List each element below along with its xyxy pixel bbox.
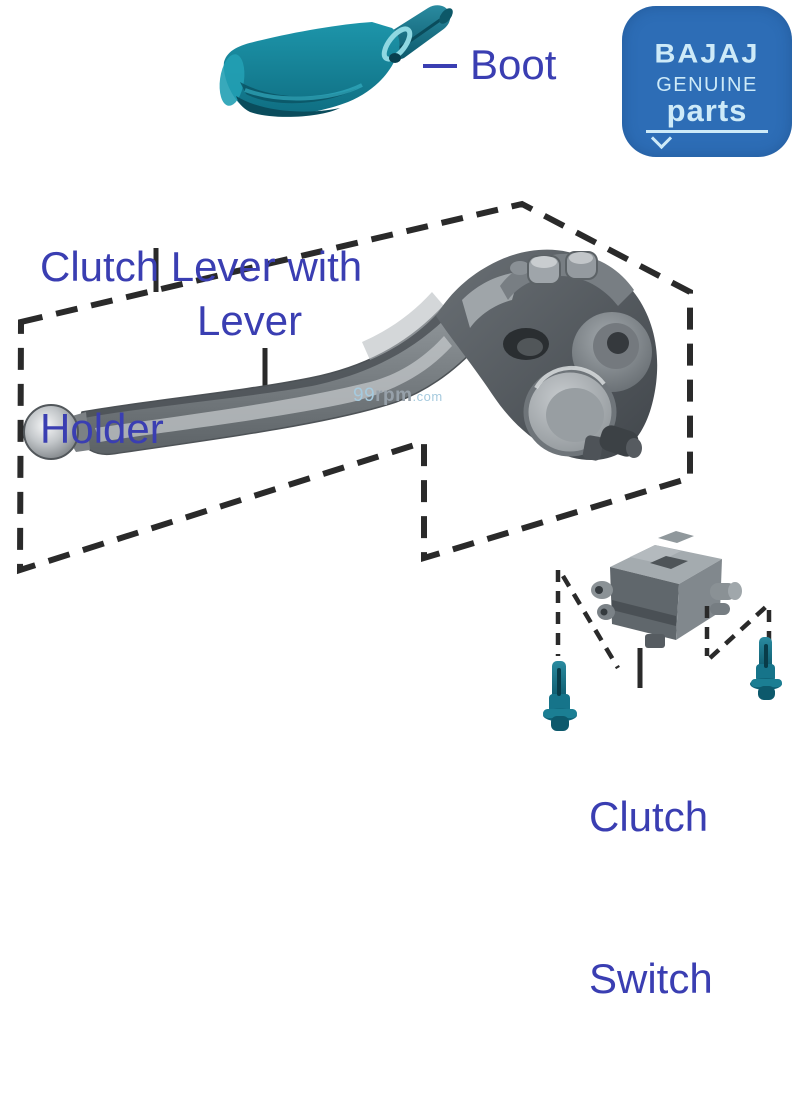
dash-left-diagonal [561,574,620,670]
screw-left-illustration [543,661,577,731]
boot-label: Boot [470,41,557,88]
badge-parts-text: parts [666,93,748,128]
badge-brand-text: BAJAJ [654,39,760,69]
dash-right-diagonal [708,602,771,660]
switch-top-step [630,545,681,563]
lever-ball-end [23,404,79,460]
clutch-lever-holder-label: Clutch Lever with Holder [40,132,362,564]
clutch-lever-holder-label-line1: Clutch Lever with [40,243,363,290]
watermark: 99rpm.com [353,386,443,407]
watermark-prefix: 99 [353,385,376,406]
clutch-switch-label: Clutch Switch [589,682,713,1114]
boot-body [223,22,400,116]
lever-bend-light [362,292,444,360]
switch-right-lug [710,582,742,615]
boot-underside-shadow [236,96,340,117]
outline-polygon [16,200,693,575]
diagram-artwork [16,5,782,731]
boot-collar-ring [381,26,413,62]
holder-clamp-bolts [527,251,598,285]
holder-sight-hole-inner [517,338,543,356]
switch-right-face [676,559,722,640]
holder-pivot-barrel [523,365,617,457]
badge-underline [646,127,768,150]
switch-bottom-tab [645,634,665,648]
holder-lower-piece [582,435,604,461]
badge-chevron-down-icon [650,127,673,150]
switch-front-band [612,600,676,626]
screw-right-illustration [750,637,782,700]
boot-hole [389,53,401,63]
holder-knob [510,261,530,275]
lever-label: Lever [197,297,303,344]
bajaj-genuine-parts-badge: BAJAJ GENUINE parts [622,6,792,157]
watermark-brand: rpm [375,385,413,406]
lever-blade-highlight [95,336,452,442]
switch-top-tab [658,531,694,543]
watermark-suffix: .com [412,389,443,404]
badge-genuine-text: GENUINE [656,74,758,96]
boot-end-cap [219,54,245,106]
switch-left-lugs [591,581,615,620]
clutch-lever-holder-label-line2: Holder [40,405,164,452]
boot-stem-tip [439,8,453,24]
clutch-switch-label-line2: Switch [589,955,713,1002]
holder-bottom-bolt-cap [626,438,642,458]
lever-holder-illustration [23,249,658,461]
boot-highlight [244,83,363,101]
boot-illustration [219,5,453,117]
lever-blade-top-edge [82,312,444,418]
clutch-switch-label-line1: Clutch [589,793,709,840]
switch-dashed-lines [555,570,772,670]
switch-top-slot [650,556,688,569]
parts-diagram: Clutch Lever with Holder Lever Boot Clut… [16,5,792,1002]
clutch-switch-illustration [591,531,742,648]
